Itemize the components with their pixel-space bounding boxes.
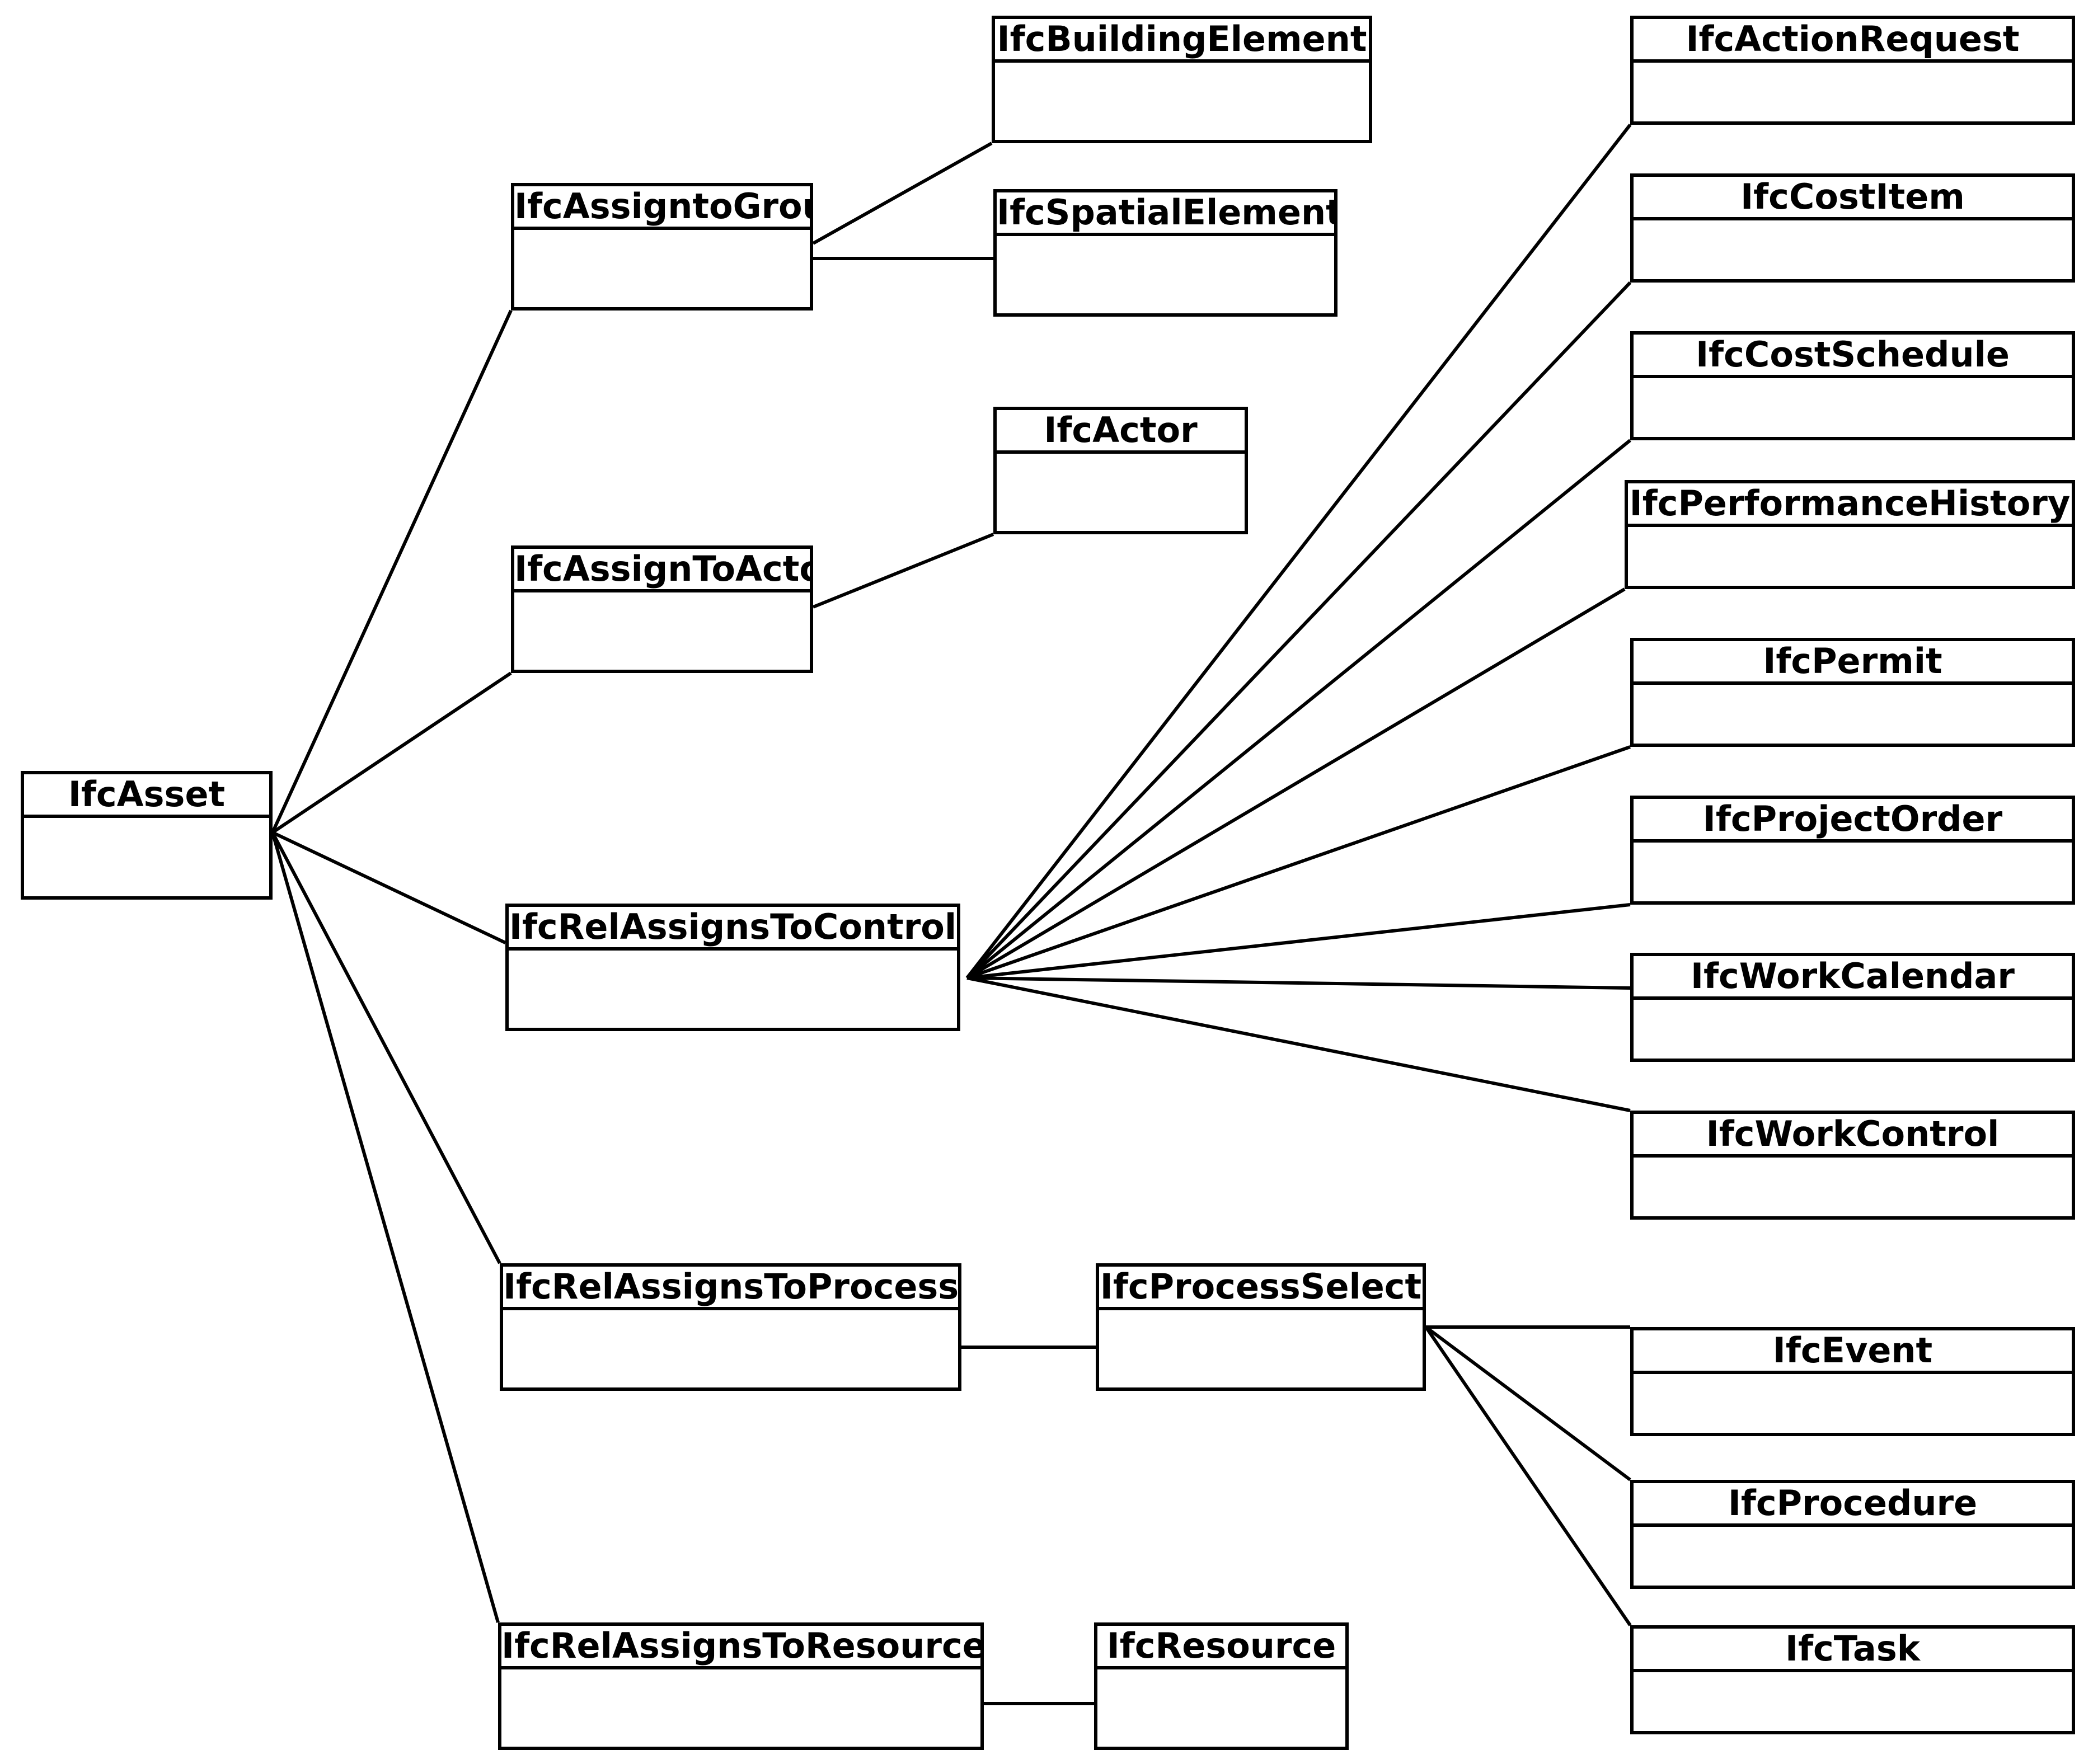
class-box-ifcworkcontrol[interactable]: IfcWorkControl xyxy=(1630,1111,2075,1220)
class-name-ifcactionrequest: IfcActionRequest xyxy=(1634,19,2072,63)
class-name-ifctask: IfcTask xyxy=(1634,1629,2072,1672)
class-attributes-compartment-ifcactor xyxy=(997,454,1245,531)
class-attributes-compartment-ifcasset xyxy=(24,818,269,896)
class-attributes-compartment-ifcworkcontrol xyxy=(1634,1158,2072,1216)
class-name-ifcprocessselect: IfcProcessSelect xyxy=(1099,1267,1423,1310)
class-name-ifcevent: IfcEvent xyxy=(1634,1330,2072,1374)
class-attributes-compartment-ifcrelassignstoprocess xyxy=(503,1310,958,1387)
relationship-edge-control-workcal xyxy=(966,976,1631,990)
class-attributes-compartment-ifcperformancehistory xyxy=(1628,527,2072,586)
class-attributes-compartment-ifccostitem xyxy=(1634,220,2072,279)
class-box-ifcprocedure[interactable]: IfcProcedure xyxy=(1630,1480,2075,1589)
relationship-edge-group-building xyxy=(812,142,993,245)
class-attributes-compartment-ifcevent xyxy=(1634,1374,2072,1433)
class-name-ifcperformancehistory: IfcPerformanceHistory xyxy=(1628,483,2072,527)
class-box-ifctask[interactable]: IfcTask xyxy=(1630,1625,2075,1734)
class-name-ifcrelassignstocontrol: IfcRelAssignsToControl xyxy=(509,907,957,951)
relationship-edge-control-request xyxy=(965,124,1632,979)
class-box-ifcasset[interactable]: IfcAsset xyxy=(21,771,273,900)
class-attributes-compartment-ifcresource xyxy=(1097,1669,1345,1747)
class-box-ifcprojectorder[interactable]: IfcProjectOrder xyxy=(1630,796,2075,905)
class-name-ifccostschedule: IfcCostSchedule xyxy=(1634,335,2072,378)
class-attributes-compartment-ifcprojectorder xyxy=(1634,843,2072,901)
class-box-ifcassigntogroup[interactable]: IfcAssigntoGroup xyxy=(511,183,813,311)
class-attributes-compartment-ifcactionrequest xyxy=(1634,63,2072,121)
class-attributes-compartment-ifcspatialelement xyxy=(997,236,1334,313)
relationship-edge-asset-process xyxy=(271,831,501,1264)
class-box-ifccostschedule[interactable]: IfcCostSchedule xyxy=(1630,331,2075,440)
class-attributes-compartment-ifctask xyxy=(1634,1672,2072,1731)
class-name-ifcresource: IfcResource xyxy=(1097,1626,1345,1669)
class-name-ifcbuildingelement: IfcBuildingElement xyxy=(995,19,1369,63)
class-box-ifcresource[interactable]: IfcResource xyxy=(1094,1622,1349,1750)
relationship-edge-select-procedure xyxy=(1425,1325,1631,1481)
relationship-edge-control-costitem xyxy=(965,281,1632,980)
class-box-ifcpermit[interactable]: IfcPermit xyxy=(1630,638,2075,747)
class-box-ifcevent[interactable]: IfcEvent xyxy=(1630,1327,2075,1436)
relationship-edge-control-permit xyxy=(966,745,1631,980)
class-name-ifcassigntogroup: IfcAssigntoGroup xyxy=(514,186,810,230)
class-attributes-compartment-ifcpermit xyxy=(1634,685,2072,744)
class-attributes-compartment-ifcworkcalendar xyxy=(1634,1000,2072,1059)
class-attributes-compartment-ifccostschedule xyxy=(1634,378,2072,437)
class-box-ifcrelassignstoresource[interactable]: IfcRelAssignsToResource xyxy=(498,1622,984,1750)
class-box-ifcrelassignstoprocess[interactable]: IfcRelAssignsToProcess xyxy=(500,1263,961,1391)
relationship-edge-asset-resource xyxy=(271,832,500,1623)
class-box-ifccostitem[interactable]: IfcCostItem xyxy=(1630,173,2075,283)
relationship-edge-select-task xyxy=(1424,1326,1632,1626)
class-attributes-compartment-ifcprocessselect xyxy=(1099,1310,1423,1387)
class-name-ifcworkcalendar: IfcWorkCalendar xyxy=(1634,956,2072,1000)
class-name-ifcassigntoactor: IfcAssignToActor xyxy=(514,549,810,592)
class-name-ifcprojectorder: IfcProjectOrder xyxy=(1634,799,2072,843)
class-attributes-compartment-ifcassigntoactor xyxy=(514,592,810,670)
relationship-edge-asset-group xyxy=(271,309,513,834)
class-name-ifcrelassignstoprocess: IfcRelAssignsToProcess xyxy=(503,1267,958,1310)
class-box-ifcrelassignstocontrol[interactable]: IfcRelAssignsToControl xyxy=(505,904,960,1031)
class-attributes-compartment-ifcrelassignstocontrol xyxy=(509,951,957,1028)
class-name-ifcpermit: IfcPermit xyxy=(1634,641,2072,685)
relationship-edge-actorrel-actor xyxy=(812,533,994,609)
class-box-ifcbuildingelement[interactable]: IfcBuildingElement xyxy=(992,16,1372,143)
relationship-edge-control-perfhist xyxy=(966,587,1626,980)
class-box-ifcspatialelement[interactable]: IfcSpatialElement xyxy=(993,189,1337,317)
class-name-ifcworkcontrol: IfcWorkControl xyxy=(1634,1114,2072,1158)
relationship-edge-asset-actorrel xyxy=(271,671,512,834)
class-name-ifcspatialelement: IfcSpatialElement xyxy=(997,192,1334,236)
relationship-edge-control-projorder xyxy=(966,903,1631,980)
class-name-ifcactor: IfcActor xyxy=(997,410,1245,454)
class-attributes-compartment-ifcassigntogroup xyxy=(514,230,810,307)
class-name-ifccostitem: IfcCostItem xyxy=(1634,177,2072,220)
class-box-ifcactionrequest[interactable]: IfcActionRequest xyxy=(1630,16,2075,125)
class-name-ifcrelassignstoresource: IfcRelAssignsToResource xyxy=(501,1626,980,1669)
class-box-ifcperformancehistory[interactable]: IfcPerformanceHistory xyxy=(1625,480,2075,589)
relationship-edge-asset-control xyxy=(271,831,506,944)
class-box-ifcprocessselect[interactable]: IfcProcessSelect xyxy=(1096,1263,1426,1391)
relationship-edge-control-workctrl xyxy=(966,976,1631,1112)
class-attributes-compartment-ifcrelassignstoresource xyxy=(501,1669,980,1747)
class-box-ifcassigntoactor[interactable]: IfcAssignToActor xyxy=(511,545,813,673)
class-attributes-compartment-ifcprocedure xyxy=(1634,1527,2072,1586)
class-name-ifcprocedure: IfcProcedure xyxy=(1634,1483,2072,1527)
class-box-ifcactor[interactable]: IfcActor xyxy=(993,407,1248,534)
class-attributes-compartment-ifcbuildingelement xyxy=(995,63,1369,140)
class-name-ifcasset: IfcAsset xyxy=(24,774,269,818)
class-box-ifcworkcalendar[interactable]: IfcWorkCalendar xyxy=(1630,953,2075,1062)
relationship-edge-control-costsched xyxy=(966,439,1631,980)
